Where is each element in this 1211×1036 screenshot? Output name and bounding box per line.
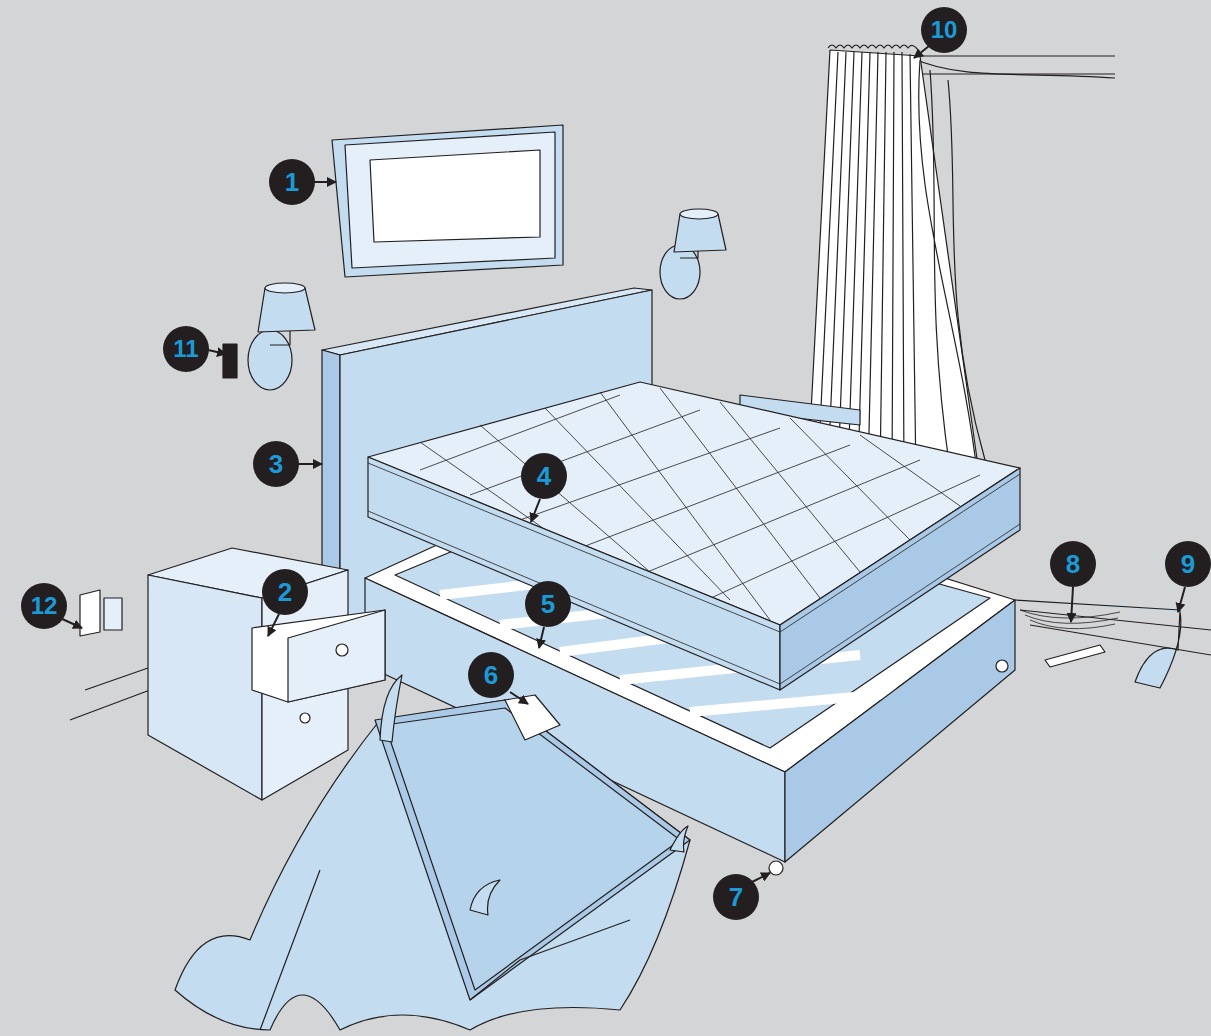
carpet-tack bbox=[1020, 610, 1120, 629]
curtain-rod bbox=[912, 58, 1115, 78]
drawer-knob bbox=[300, 713, 310, 723]
wall-lamp bbox=[660, 245, 700, 299]
leader-arrow bbox=[314, 181, 336, 183]
curtain-pleat bbox=[828, 45, 918, 50]
picture-mat bbox=[370, 150, 540, 242]
callout-number: 7 bbox=[713, 874, 759, 920]
cover-fold bbox=[260, 870, 630, 1030]
mattress bbox=[368, 457, 780, 690]
leader-arrow bbox=[539, 627, 544, 648]
leader-arrow bbox=[298, 463, 322, 465]
leader-arrow bbox=[531, 499, 540, 522]
callout-number: 12 bbox=[21, 583, 67, 629]
nightstand bbox=[148, 575, 262, 800]
tack-strip bbox=[1045, 645, 1105, 667]
lamp-shade bbox=[265, 283, 305, 293]
floor-line bbox=[1020, 610, 1211, 655]
caster bbox=[996, 660, 1008, 672]
lamp-shade bbox=[258, 288, 315, 332]
leader-arrow bbox=[268, 614, 279, 636]
callout-number: 6 bbox=[468, 652, 514, 698]
callout-number: 3 bbox=[253, 441, 299, 487]
lamp-shade bbox=[674, 214, 726, 252]
callout-number: 5 bbox=[525, 581, 571, 627]
box-spring-cover bbox=[385, 708, 680, 990]
box-spring-cover bbox=[175, 700, 690, 1030]
leader-arrow bbox=[1178, 587, 1185, 612]
picture-frame bbox=[345, 132, 555, 268]
leader-arrow bbox=[510, 692, 528, 704]
leader-arrow bbox=[1071, 587, 1073, 622]
drawer-knob bbox=[336, 644, 348, 656]
mattress-piping bbox=[368, 463, 1020, 684]
callout-number: 8 bbox=[1050, 541, 1096, 587]
drawer bbox=[288, 610, 385, 702]
leader-arrow bbox=[208, 350, 226, 354]
mattress bbox=[780, 468, 1020, 690]
floor-line bbox=[70, 668, 150, 720]
drawer bbox=[252, 610, 385, 702]
picture-frame bbox=[332, 125, 563, 277]
callout-number: 4 bbox=[521, 453, 567, 499]
leader-arrow bbox=[60, 618, 82, 628]
leader-arrow bbox=[914, 46, 929, 58]
wall-outlet bbox=[80, 590, 100, 636]
callout-number: 11 bbox=[163, 326, 209, 372]
leader-arrow bbox=[752, 873, 770, 882]
cover-corner bbox=[505, 695, 560, 740]
callout-number: 9 bbox=[1165, 541, 1211, 587]
callout-number: 2 bbox=[262, 569, 308, 615]
outlet-behind-lamp bbox=[223, 344, 237, 378]
curtain-rod bbox=[915, 56, 1115, 74]
callout-number: 1 bbox=[269, 159, 315, 205]
carpet-flap bbox=[1015, 600, 1181, 688]
wall-outlet bbox=[104, 598, 122, 630]
leader-arrows bbox=[60, 46, 1185, 882]
caster bbox=[769, 861, 783, 875]
callout-number: 10 bbox=[921, 7, 967, 53]
lamp-shade bbox=[680, 209, 718, 219]
wall-lamp bbox=[248, 330, 292, 390]
staple-flap bbox=[380, 675, 688, 915]
